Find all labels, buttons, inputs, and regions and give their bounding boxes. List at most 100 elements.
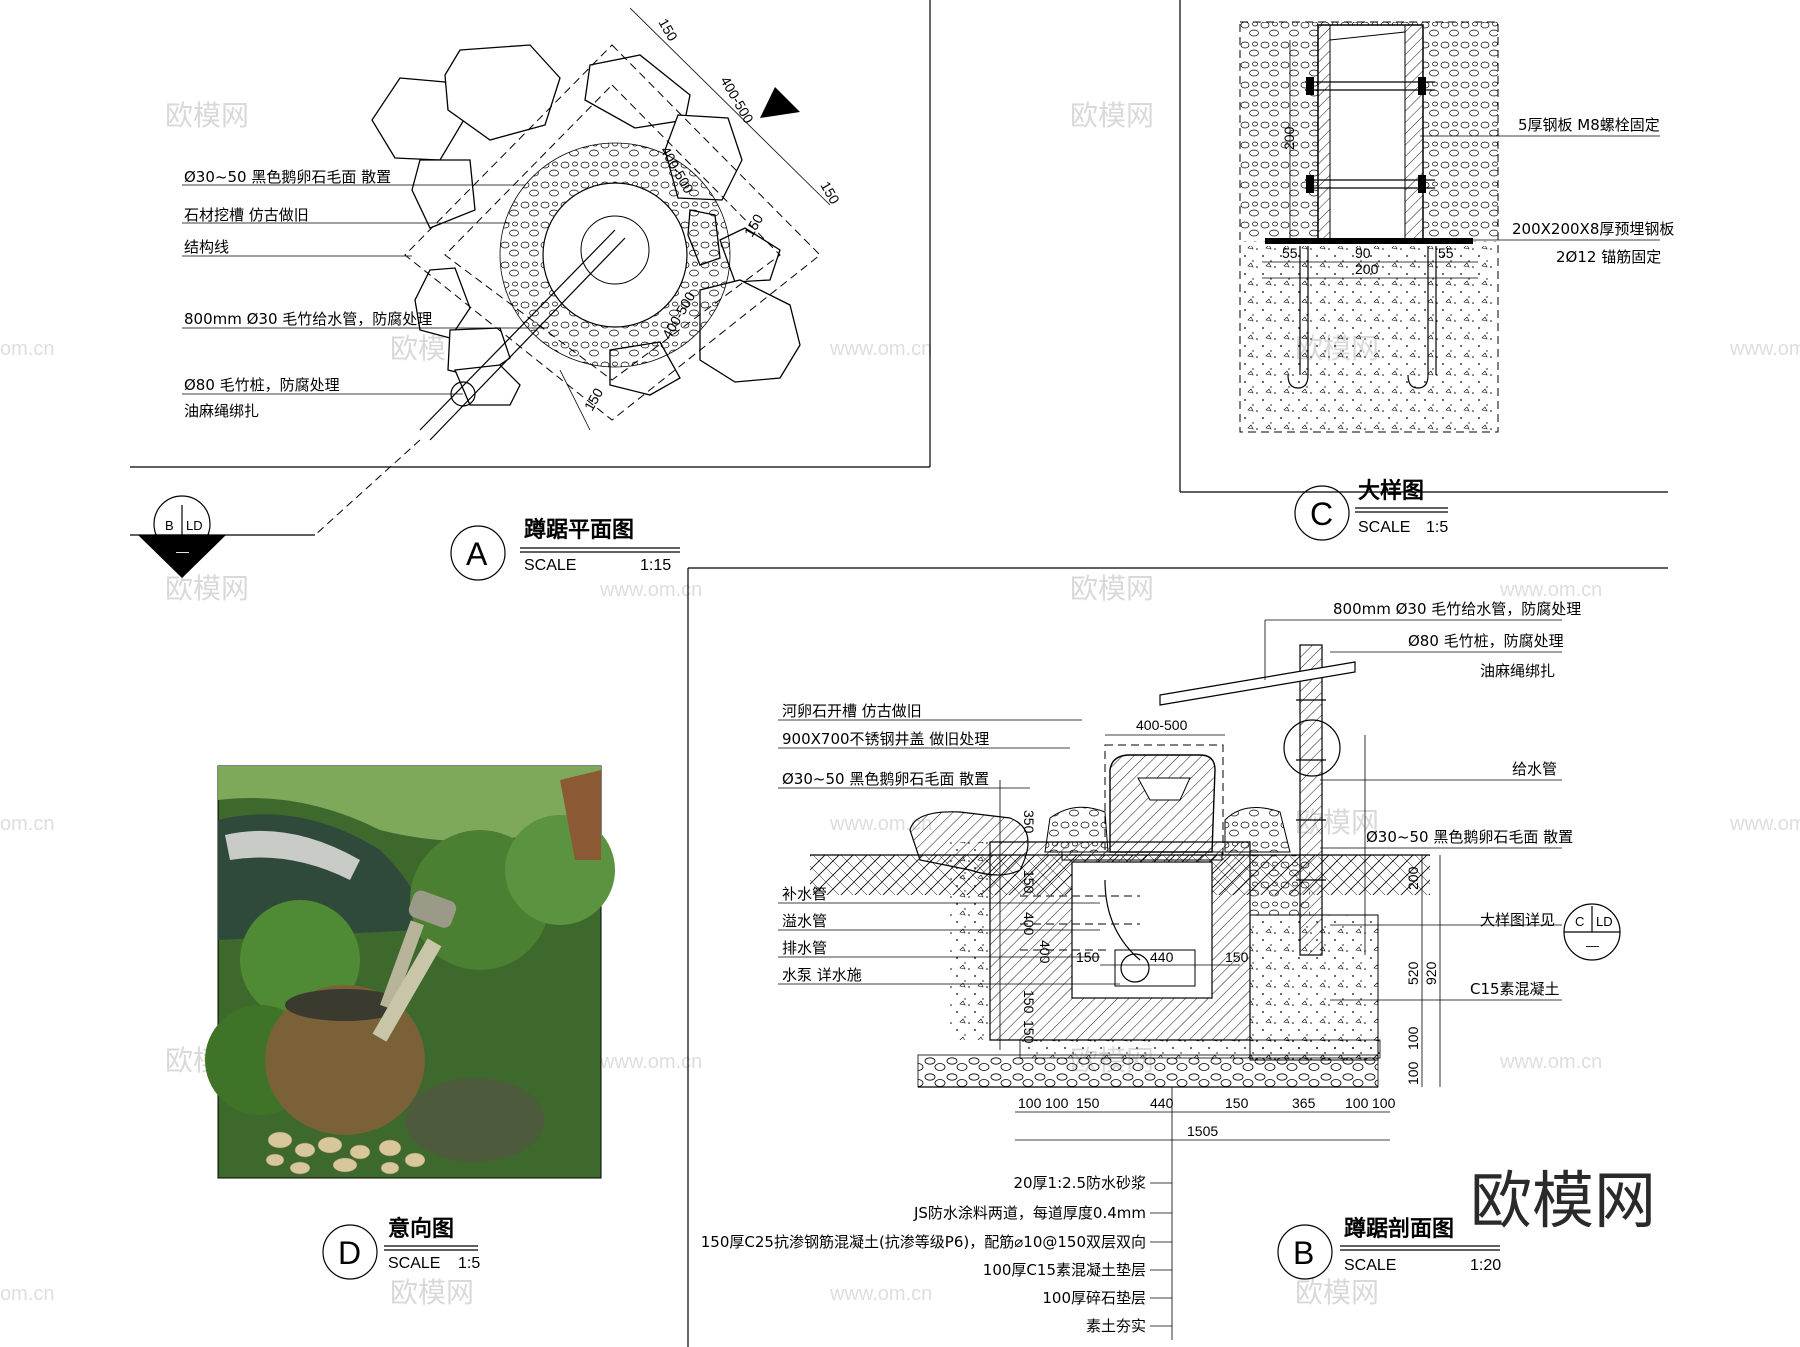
svg-text:100: 100 <box>1018 1095 1042 1111</box>
watermark-text: 欧模网 <box>165 572 249 605</box>
watermark-url: www.om.cn <box>829 813 932 835</box>
layer-label: 150厚C25抗渗钢筋混凝土(抗渗等级P6)，配筋⌀10@150双层双向 <box>701 1233 1146 1251</box>
section-left-callouts: 河卵石开槽 仿古做旧 900X700不锈钢井盖 做旧处理 Ø30~50 黑色鹅卵… <box>778 702 1120 985</box>
section-layer-legend: 20厚1:2.5防水砂浆 JS防水涂料两道，每道厚度0.4mm 150厚C25抗… <box>701 1174 1172 1335</box>
section-callout: 给水管 <box>1512 760 1557 778</box>
section-callout: 排水管 <box>782 939 827 957</box>
svg-text:1:20: 1:20 <box>1470 1257 1501 1274</box>
svg-text:B: B <box>165 518 174 533</box>
section-b: C LD — <box>810 644 1621 1340</box>
detail-c-callouts: 5厚钢板 M8螺栓固定 200X200X8厚预埋钢板 2Ø12 锚筋固定 <box>1420 116 1674 266</box>
watermark-url: www.om.cn <box>1499 579 1602 601</box>
svg-text:200: 200 <box>1355 261 1379 277</box>
svg-text:SCALE: SCALE <box>1344 1257 1396 1274</box>
plan-callout: 800mm Ø30 毛竹给水管，防腐处理 <box>184 310 432 328</box>
svg-text:D: D <box>338 1235 361 1271</box>
watermark-text: 欧模网 <box>165 99 249 132</box>
svg-text:100: 100 <box>1405 1061 1421 1085</box>
plan-callout: 结构线 <box>184 238 229 256</box>
layer-label: 100厚碎石垫层 <box>1042 1289 1146 1307</box>
watermark-url: www.om.cn <box>829 1283 932 1305</box>
section-callout: Ø30~50 黑色鹅卵石毛面 散置 <box>1366 828 1573 846</box>
svg-text:150: 150 <box>1021 990 1037 1014</box>
brand-watermark-large: 欧模网 <box>1470 1164 1656 1237</box>
plan-dim: 150 <box>655 16 681 44</box>
section-callout: 800mm Ø30 毛竹给水管，防腐处理 <box>1333 600 1581 618</box>
svg-text:100: 100 <box>1372 1095 1396 1111</box>
svg-text:400: 400 <box>1021 912 1037 936</box>
layer-label: 100厚C15素混凝土垫层 <box>983 1261 1146 1279</box>
title-plan-a: A 蹲踞平面图 SCALE 1:15 <box>450 517 680 581</box>
section-callout: 水泵 详水施 <box>782 966 862 984</box>
svg-text:—: — <box>176 544 189 559</box>
svg-text:A: A <box>466 536 488 572</box>
svg-text:1:5: 1:5 <box>1426 519 1448 536</box>
svg-text:200: 200 <box>1405 866 1421 890</box>
plan-view-a <box>314 7 831 536</box>
detail-callout: 2Ø12 锚筋固定 <box>1556 248 1661 266</box>
plan-callout: Ø30~50 黑色鹅卵石毛面 散置 <box>184 168 391 186</box>
svg-text:LD: LD <box>1596 914 1613 929</box>
watermark-url: om.cn <box>0 338 54 360</box>
svg-text:LD: LD <box>186 518 203 533</box>
svg-text:90: 90 <box>1355 245 1371 261</box>
detail-c: 200 55 90 55 200 <box>1239 21 1499 433</box>
watermark-url: www.om.cn <box>1499 1051 1602 1073</box>
section-dimensions: 400-500 100 100 150 440 150 365 100 100 … <box>1018 717 1439 1139</box>
svg-text:100: 100 <box>1405 1026 1421 1050</box>
detail-callout: 5厚钢板 M8螺栓固定 <box>1518 116 1660 134</box>
svg-text:520: 520 <box>1405 961 1421 985</box>
watermark-text: 欧模网 <box>390 1276 474 1309</box>
svg-text:100: 100 <box>1345 1095 1369 1111</box>
watermark-text: 欧模网 <box>1070 99 1154 132</box>
svg-text:蹲踞剖面图: 蹲踞剖面图 <box>1344 1216 1454 1242</box>
watermark-text: 欧模网 <box>1070 572 1154 605</box>
watermark-text: 欧模网 <box>1295 1276 1379 1309</box>
svg-text:SCALE: SCALE <box>524 557 576 574</box>
plan-dim: 150 <box>581 385 607 413</box>
svg-text:大样图: 大样图 <box>1358 478 1424 504</box>
title-photo-d: D 意向图 SCALE 1:5 <box>322 1216 480 1280</box>
detail-callout: 200X200X8厚预埋钢板 <box>1512 220 1674 238</box>
section-callout: 大样图详见 <box>1480 911 1555 929</box>
section-callout: C15素混凝土 <box>1470 980 1560 998</box>
svg-text:440: 440 <box>1150 949 1174 965</box>
svg-text:意向图: 意向图 <box>388 1216 454 1242</box>
section-callout: 溢水管 <box>782 912 827 930</box>
title-detail-c: C 大样图 SCALE 1:5 <box>1294 478 1448 541</box>
layer-label: 素土夯实 <box>1086 1317 1146 1335</box>
watermark-url: www.om.cn <box>1729 338 1800 360</box>
layer-label: 20厚1:2.5防水砂浆 <box>1013 1174 1146 1192</box>
svg-text:440: 440 <box>1150 1095 1174 1111</box>
svg-text:55: 55 <box>1438 245 1454 261</box>
plan-callout: 油麻绳绑扎 <box>184 402 259 420</box>
svg-text:150: 150 <box>1225 1095 1249 1111</box>
plan-callout: Ø80 毛竹桩，防腐处理 <box>184 376 340 394</box>
svg-text:B: B <box>1293 1235 1314 1271</box>
svg-text:蹲踞平面图: 蹲踞平面图 <box>524 517 634 543</box>
svg-text:C: C <box>1310 496 1333 532</box>
section-callout: 补水管 <box>782 885 827 903</box>
section-callout: 河卵石开槽 仿古做旧 <box>782 702 922 720</box>
section-callout: Ø80 毛竹桩，防腐处理 <box>1408 632 1564 650</box>
svg-text:350: 350 <box>1021 810 1037 834</box>
frame-lines <box>130 0 1668 1347</box>
watermark-url: www.om.cn <box>599 1051 702 1073</box>
svg-text:400: 400 <box>1037 940 1053 964</box>
svg-text:200: 200 <box>1281 126 1297 150</box>
section-callout: 油麻绳绑扎 <box>1480 662 1555 680</box>
svg-text:1:5: 1:5 <box>458 1255 480 1272</box>
svg-text:365: 365 <box>1292 1095 1316 1111</box>
svg-text:1:15: 1:15 <box>640 557 671 574</box>
svg-text:920: 920 <box>1423 961 1439 985</box>
watermark-url: www.om.cn <box>829 338 932 360</box>
svg-text:—: — <box>1586 938 1599 953</box>
svg-text:1505: 1505 <box>1187 1123 1218 1139</box>
svg-text:55: 55 <box>1282 245 1298 261</box>
plan-dim: 150 <box>817 179 843 207</box>
svg-text:C: C <box>1575 914 1584 929</box>
layer-label: JS防水涂料两道，每道厚度0.4mm <box>913 1204 1146 1222</box>
svg-text:150: 150 <box>1021 1020 1037 1044</box>
section-callout: 900X700不锈钢井盖 做旧处理 <box>782 730 989 748</box>
